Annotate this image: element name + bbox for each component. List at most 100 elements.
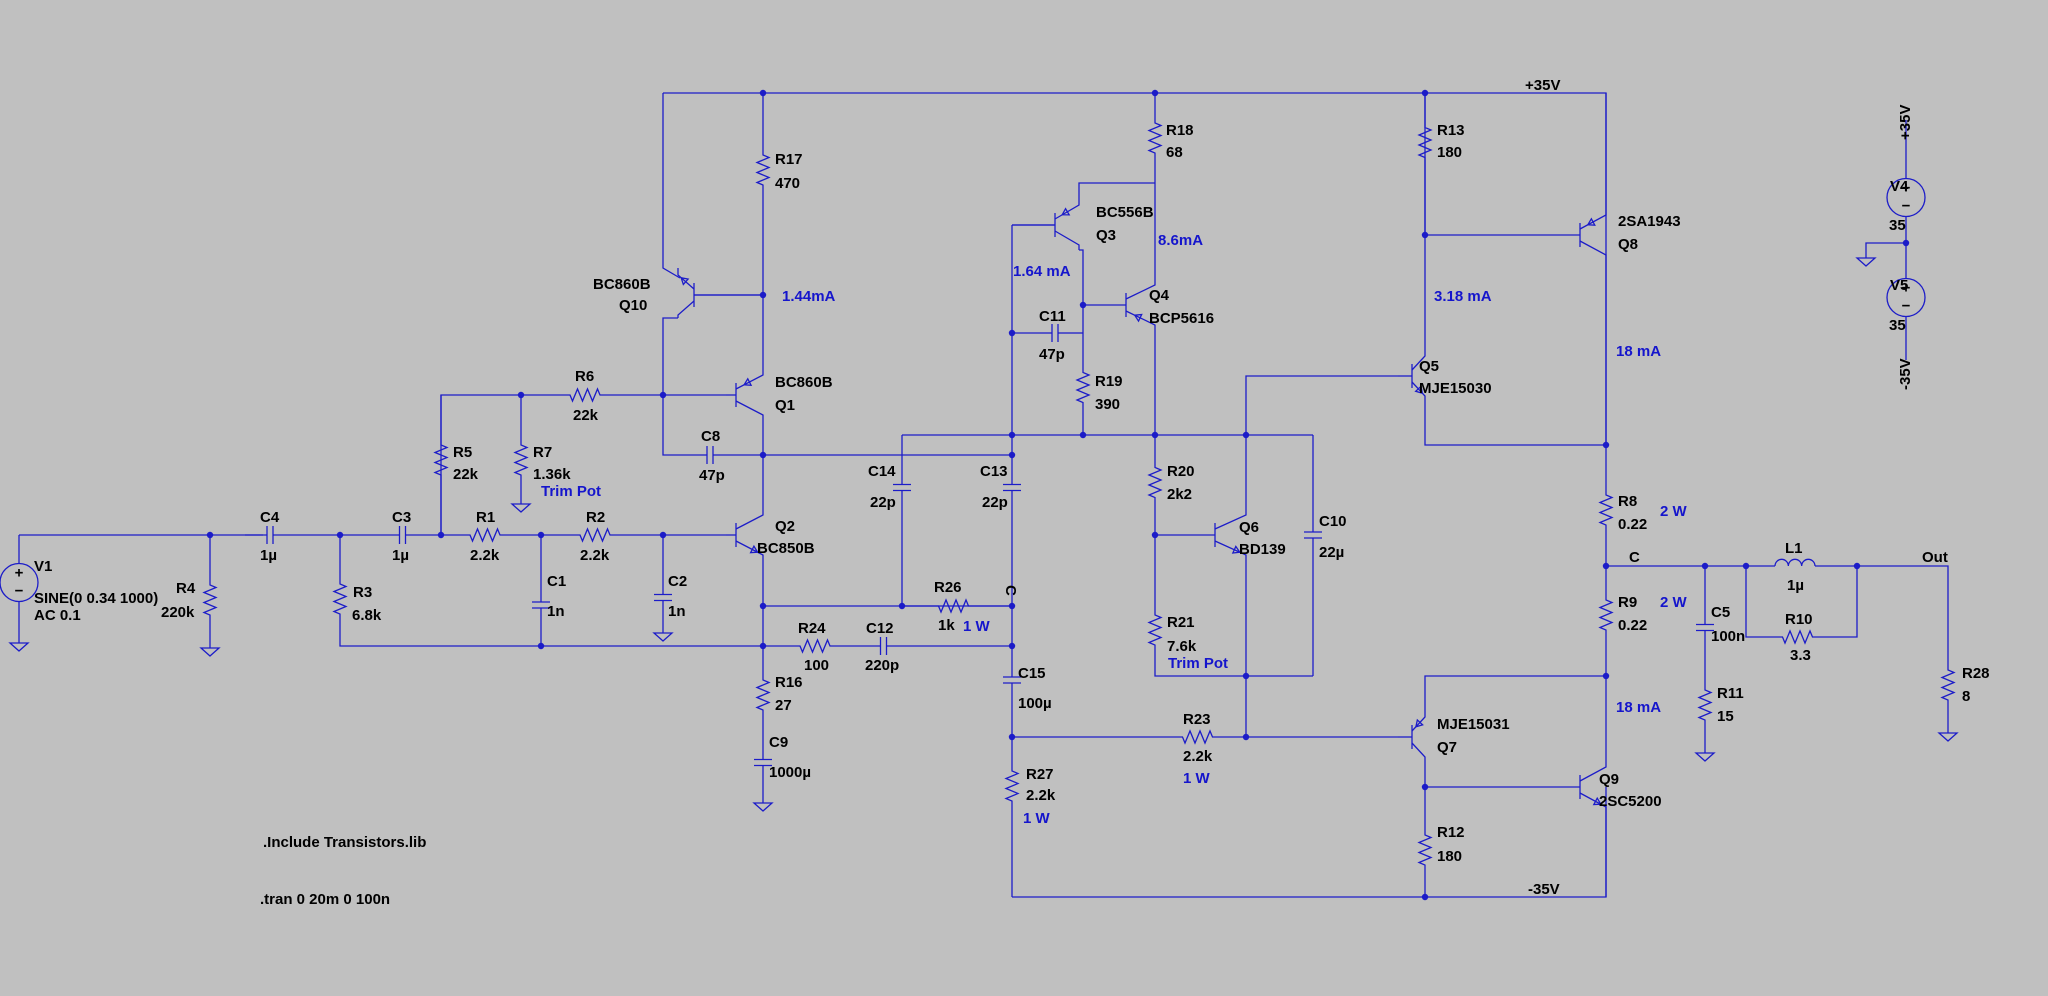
ground-symbol xyxy=(1937,725,1959,742)
r23-value: 2.2k xyxy=(1183,748,1213,765)
r26-power-annotation: 1 W xyxy=(963,618,991,635)
wire xyxy=(440,394,555,535)
wire xyxy=(1745,566,1775,638)
junction-dot xyxy=(1902,239,1910,247)
res-r2 xyxy=(570,527,620,543)
c15-ref: C15 xyxy=(1018,665,1046,682)
res-r4 xyxy=(202,570,218,630)
q10-model: BC860B xyxy=(593,276,651,293)
l1-ref: L1 xyxy=(1785,540,1803,557)
v4-ref: V4 xyxy=(1890,178,1909,195)
c3-value: 1µ xyxy=(392,547,409,564)
wire xyxy=(662,93,681,279)
q4-model: BCP5616 xyxy=(1149,310,1214,327)
r21-value: 7.6k xyxy=(1167,638,1197,655)
r28-value: 8 xyxy=(1962,688,1970,705)
r7-trim-note: Trim Pot xyxy=(541,483,601,500)
junction-dot xyxy=(1853,562,1861,570)
r16-ref: R16 xyxy=(775,674,803,691)
junction-dot xyxy=(759,291,767,299)
components: +−+−+− xyxy=(0,118,1959,880)
q10-ref: Q10 xyxy=(619,297,647,314)
ground-symbol xyxy=(752,795,774,812)
junction-dot xyxy=(1242,733,1250,741)
junction-dot xyxy=(1421,893,1429,901)
junction-dot xyxy=(206,531,214,539)
net-out-label: Out xyxy=(1922,549,1948,566)
res-r7 xyxy=(513,430,529,490)
c2-ref: C2 xyxy=(668,573,687,590)
ground-symbol xyxy=(1694,745,1716,762)
junction-dot xyxy=(1008,733,1016,741)
r13-value: 180 xyxy=(1437,144,1462,161)
junction-dot xyxy=(1151,89,1159,97)
q2-model: BC850B xyxy=(757,540,815,557)
q2-ref: Q2 xyxy=(775,518,795,535)
res-r20 xyxy=(1147,455,1163,510)
c8-value: 47p xyxy=(699,467,725,484)
r11-ref: R11 xyxy=(1717,685,1744,702)
c14-value: 22p xyxy=(870,494,896,511)
wire xyxy=(1820,566,1858,638)
q3-model: BC556B xyxy=(1096,204,1154,221)
res-r3 xyxy=(332,570,348,628)
c5-value: 100n xyxy=(1711,628,1745,645)
cap-c4 xyxy=(245,526,295,544)
res-r13 xyxy=(1417,120,1433,165)
r18-value: 68 xyxy=(1166,144,1183,161)
v1-ref: V1 xyxy=(34,558,52,575)
r1-ref: R1 xyxy=(476,509,495,526)
junction-dot xyxy=(1602,672,1610,680)
junction-dot xyxy=(1008,431,1016,439)
r8-ref: R8 xyxy=(1618,493,1637,510)
wire xyxy=(1078,182,1155,200)
c13-ref: C13 xyxy=(980,463,1008,480)
junction-dot xyxy=(1008,329,1016,337)
junction-dot xyxy=(659,531,667,539)
junction-dot xyxy=(1151,531,1159,539)
transistor-q8 xyxy=(1560,210,1607,262)
junction-dot xyxy=(759,89,767,97)
c5-ref: C5 xyxy=(1711,604,1730,621)
r18-ref: R18 xyxy=(1166,122,1194,139)
r27-ref: R27 xyxy=(1026,766,1054,783)
r2-value: 2.2k xyxy=(580,547,610,564)
r7-value: 1.36k xyxy=(533,466,571,483)
labels: +35V-35V.Include Transistors.lib.tran 0 … xyxy=(34,77,1990,908)
c3-ref: C3 xyxy=(392,509,411,526)
junction-dot xyxy=(759,602,767,610)
wire xyxy=(662,317,678,395)
cap-c12 xyxy=(862,637,905,655)
r12-ref: R12 xyxy=(1437,824,1465,841)
r4-value-main: 220k xyxy=(161,604,195,621)
q7-ref: Q7 xyxy=(1437,739,1457,756)
c9-ref: C9 xyxy=(769,734,788,751)
cap-c5 xyxy=(1696,610,1714,645)
junction-dot xyxy=(759,642,767,650)
r20-ref: R20 xyxy=(1167,463,1195,480)
r13-ref: R13 xyxy=(1437,122,1465,139)
wire xyxy=(1154,660,1313,677)
c1-ref: C1 xyxy=(547,573,566,590)
junction-dot xyxy=(1421,89,1429,97)
transistor-q3 xyxy=(1012,200,1080,250)
r21-ref: R21 xyxy=(1167,614,1195,631)
c8-ref: C8 xyxy=(701,428,720,445)
ground-symbol xyxy=(510,496,532,513)
q6-model: BD139 xyxy=(1239,541,1286,558)
spice-tran-directive: .tran 0 20m 0 100n xyxy=(260,891,390,908)
c10-ref: C10 xyxy=(1319,513,1347,530)
junction-dot xyxy=(1151,431,1159,439)
cap-c2 xyxy=(654,580,672,615)
r17-value: 470 xyxy=(775,175,800,192)
r17-ref: R17 xyxy=(775,151,803,168)
junction-dot xyxy=(1602,441,1610,449)
res-r26 xyxy=(922,598,985,614)
res-r23 xyxy=(1180,729,1215,745)
junction-dot xyxy=(537,642,545,650)
ground-symbol xyxy=(8,635,30,652)
res-r21 xyxy=(1147,600,1163,660)
source-v1: +− xyxy=(0,535,39,630)
r6-value: 22k xyxy=(573,407,599,424)
transistor-q7 xyxy=(1398,710,1426,763)
